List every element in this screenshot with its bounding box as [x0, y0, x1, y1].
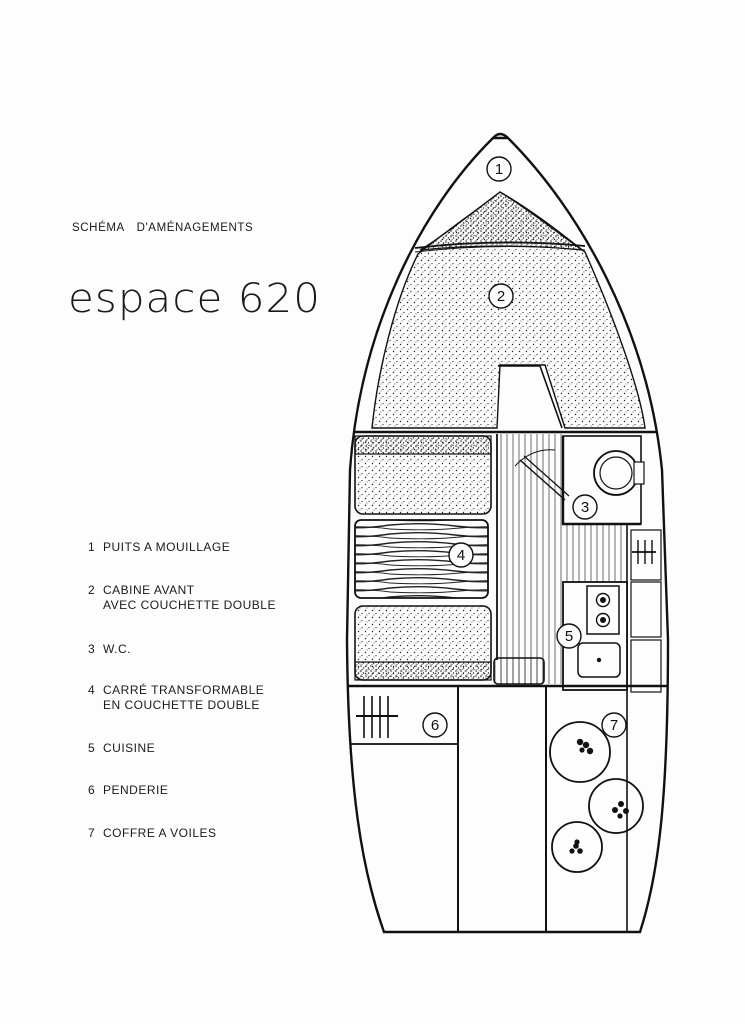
- cabin-sole-planks: [497, 434, 563, 684]
- marker-7: 7: [601, 712, 627, 738]
- svg-text:3: 3: [581, 499, 589, 516]
- heading-word-amenagements: D'AMÉNAGEMENTS: [136, 222, 254, 234]
- stove: [586, 585, 620, 635]
- svg-text:6: 6: [431, 717, 439, 734]
- svg-text:1: 1: [495, 161, 503, 178]
- sink: [577, 642, 621, 678]
- svg-text:7: 7: [610, 717, 618, 734]
- svg-text:5: 5: [565, 628, 573, 645]
- svg-text:2: 2: [497, 288, 505, 305]
- marker-4: 4: [448, 542, 474, 568]
- svg-text:4: 4: [457, 547, 465, 564]
- marker-5: 5: [556, 623, 582, 649]
- marker-3: 3: [572, 494, 598, 520]
- hull-outline: [345, 136, 670, 934]
- marker-6: 6: [422, 712, 448, 738]
- model-title: espace 620: [68, 276, 322, 322]
- marker-1: 1: [486, 156, 512, 182]
- sail-locker: [549, 721, 644, 873]
- heading-word-schema: SCHÉMA: [72, 222, 125, 234]
- diagram-heading: SCHÉMA D'AMÉNAGEMENTS: [72, 222, 261, 234]
- marker-2: 2: [488, 283, 514, 309]
- saloon-table: [354, 519, 489, 599]
